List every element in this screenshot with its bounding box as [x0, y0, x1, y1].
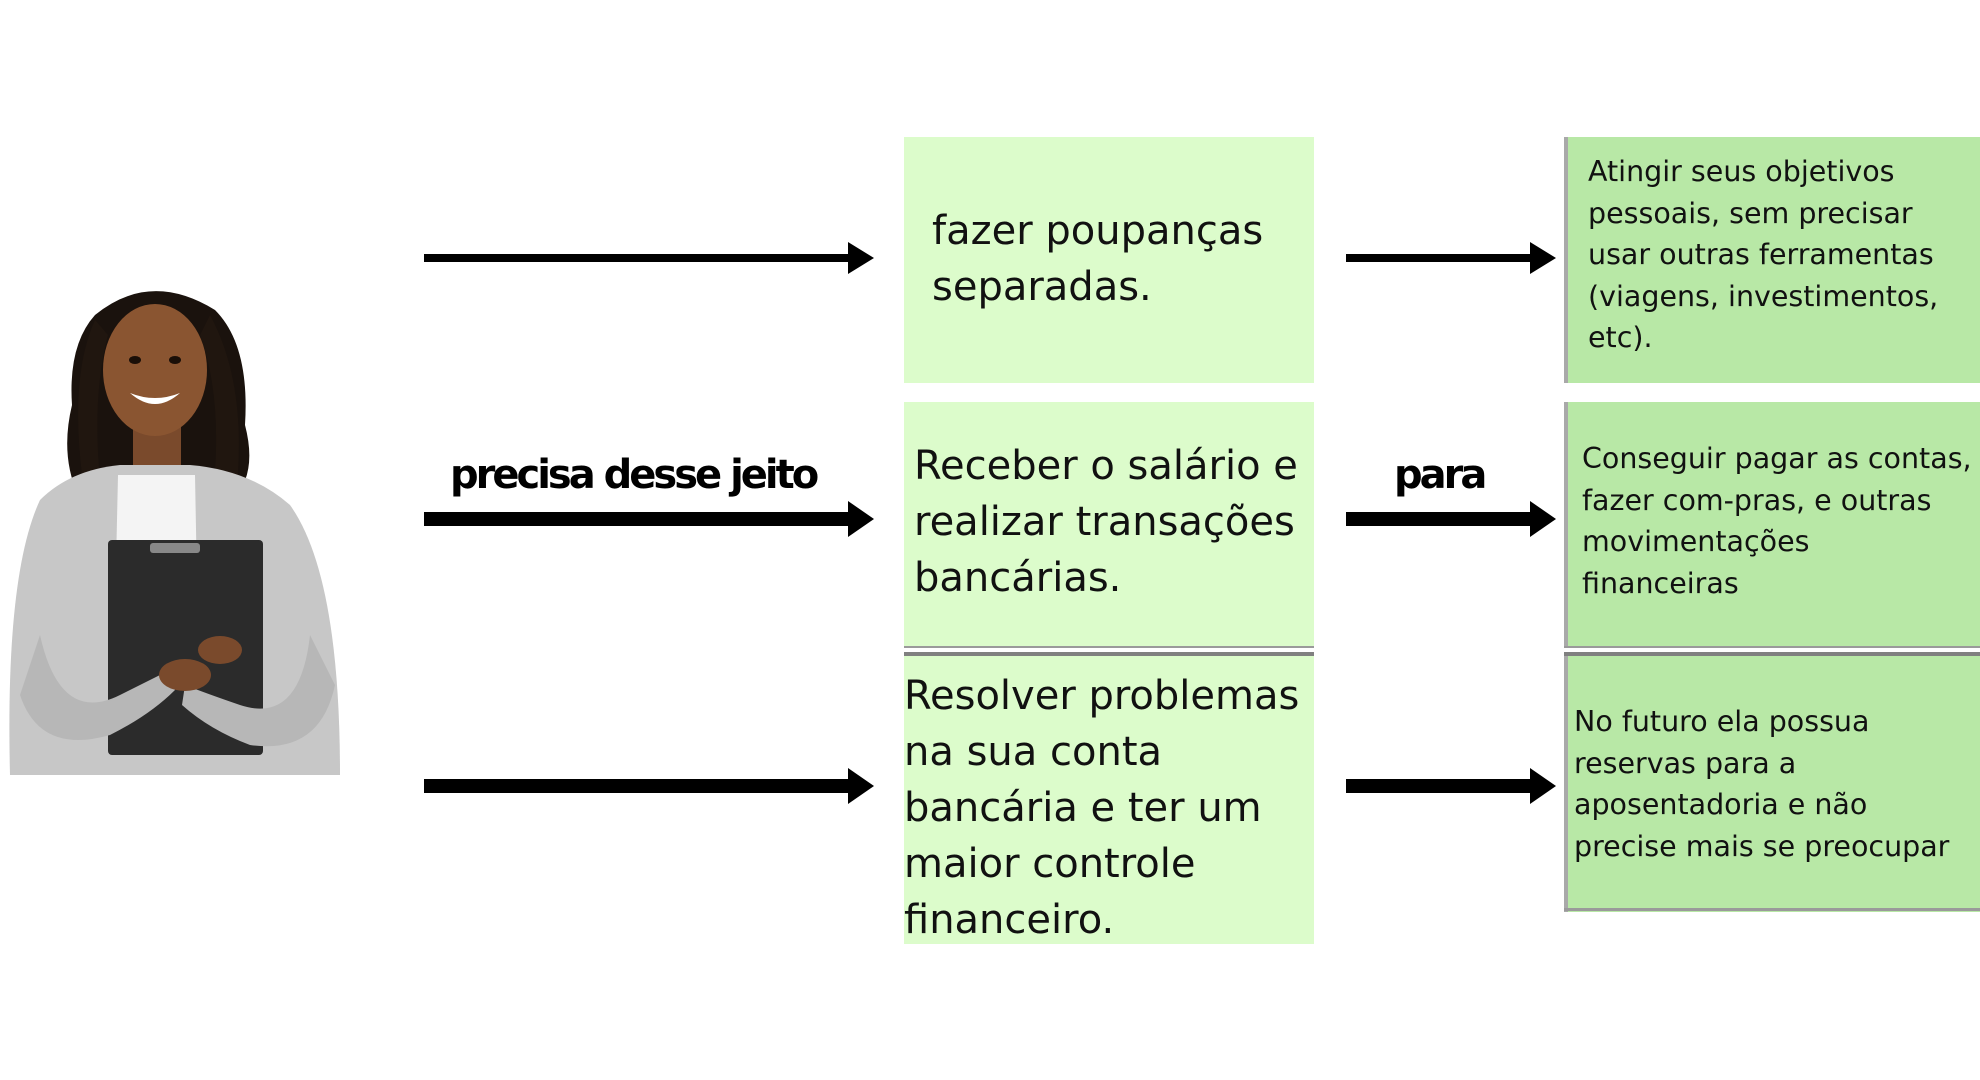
need-separator	[904, 646, 1314, 656]
goal-box-1: Atingir seus objetivos pessoais, sem pre…	[1564, 137, 1980, 383]
goal-separator	[1564, 646, 1980, 656]
hair-locs-right	[200, 315, 239, 495]
goal-text-2: Conseguir pagar as contas, fazer com-pra…	[1582, 442, 1972, 600]
arrow-person-to-need-3	[424, 768, 874, 804]
smile-shape	[130, 393, 180, 404]
arrow-need-to-goal-3	[1346, 768, 1556, 804]
need-box-3: Resolver problemas na sua conta bancária…	[904, 656, 1314, 944]
goal-text-3: No futuro ela possua reservas para a apo…	[1574, 705, 1950, 863]
connector-label-goals: para	[1394, 452, 1487, 498]
hand-left	[159, 659, 211, 691]
need-box-1: fazer poupanças separadas.	[904, 137, 1314, 383]
need-text-3: Resolver problemas na sua conta bancária…	[904, 673, 1300, 943]
person-illustration	[9, 291, 340, 775]
face-shape	[103, 304, 207, 436]
eye-right	[169, 356, 181, 364]
arrow-person-to-need-2	[424, 501, 874, 537]
hair-locs-left	[78, 320, 108, 480]
arm-right	[182, 635, 335, 747]
goal-box-3: No futuro ela possua reservas para a apo…	[1564, 656, 1980, 912]
connector-label-needs: precisa desse jeito	[450, 452, 819, 498]
hand-right	[198, 636, 242, 664]
need-text-2: Receber o salário e realizar transações …	[914, 443, 1298, 601]
goal-box-2: Conseguir pagar as contas, fazer com-pra…	[1564, 402, 1980, 646]
eye-left	[129, 356, 141, 364]
arrow-person-to-need-1	[424, 242, 874, 274]
arm-left	[20, 635, 175, 740]
goal-text-1: Atingir seus objetivos pessoais, sem pre…	[1588, 155, 1939, 354]
need-box-2: Receber o salário e realizar transações …	[904, 402, 1314, 646]
clipboard-clip	[150, 543, 200, 553]
arrow-need-to-goal-1	[1346, 242, 1556, 274]
goal-box-3-bottom-rule	[1564, 908, 1980, 911]
need-text-1: fazer poupanças separadas.	[932, 208, 1264, 310]
arrow-need-to-goal-2	[1346, 501, 1556, 537]
